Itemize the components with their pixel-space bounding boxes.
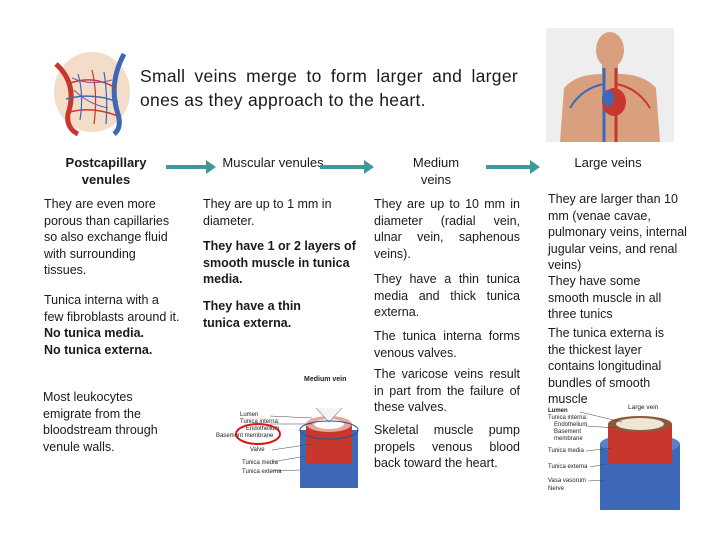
diagram-label: Tunica media [548, 448, 584, 454]
capillary-network-image [54, 52, 130, 136]
diagram-label: Tunica media [242, 460, 278, 466]
medium-vein-cross-section [235, 407, 359, 488]
intro-text: Small veins merge to form larger and lar… [140, 66, 518, 110]
medium-para-2: They have a thin tunica media and thick … [374, 272, 520, 319]
arrow-right-icon [166, 160, 216, 174]
arrow-right-icon [486, 160, 540, 174]
postcapillary-para-2: Tunica interna with a few fibroblasts ar… [44, 293, 180, 357]
header-muscular-venules: Muscular venules [222, 155, 324, 170]
large-vein-cross-section [579, 411, 680, 510]
large-vein-diagram: Large vein Lumen Tunica interna: Endothe… [546, 404, 688, 512]
header-postcapillary-venules: Postcapillary venules [65, 155, 147, 187]
diagram-label: Tunica interna: [240, 419, 280, 425]
diagram-label: Nerve [548, 486, 565, 492]
diagram-label: Valve [250, 447, 265, 453]
diagram-label: Tunica interna: [548, 415, 588, 421]
diagram-label: Basement membrane [554, 429, 583, 442]
muscular-para-3: They have a thin tunica externa. [203, 299, 301, 330]
diagram-label: Lumen [240, 412, 259, 418]
muscular-para-1: They are up to 1 mm in diameter. [203, 197, 332, 228]
header-medium-veins: Medium veins [412, 155, 460, 187]
arrow-right-icon [320, 160, 374, 174]
medium-para-5: Skeletal muscle pump propels venous bloo… [374, 423, 520, 470]
diagram-label: Tunica externa [548, 464, 588, 470]
medium-para-1: They are up to 10 mm in diameter (radial… [374, 197, 520, 261]
diagram-label: Lumen [548, 408, 568, 414]
postcapillary-para-1: They are even more porous than capillari… [44, 197, 170, 277]
header-large-veins: Large veins [574, 155, 642, 170]
diagram-label: Endothelium [246, 426, 280, 432]
diagram-label: Tunica externa [242, 469, 282, 475]
diagram-title: Large vein [628, 404, 659, 411]
diagram-label: Endothelium [554, 422, 588, 428]
large-para-1: They are larger than 10 mm (venae cavae,… [548, 192, 687, 272]
diagram-label: Basement membrane [216, 433, 274, 439]
medium-para-3: The tunica interna forms venous valves. [374, 329, 520, 360]
diagram-label: Vasa vasorum [548, 478, 586, 484]
medium-vein-diagram: Medium vein Lumen Tunica interna: Endoth… [212, 374, 372, 492]
circulatory-torso-image [546, 28, 674, 142]
large-para-3: The tunica externa is the thickest layer… [548, 326, 665, 406]
large-para-2: They have some smooth muscle in all thre… [548, 274, 662, 321]
postcapillary-para-3: Most leukocytes emigrate from the bloods… [43, 390, 158, 454]
medium-para-4: The varicose veins result in part from t… [374, 367, 520, 414]
diagram-title: Medium vein [304, 376, 347, 383]
muscular-para-2: They have 1 or 2 layers of smooth muscle… [203, 239, 356, 286]
